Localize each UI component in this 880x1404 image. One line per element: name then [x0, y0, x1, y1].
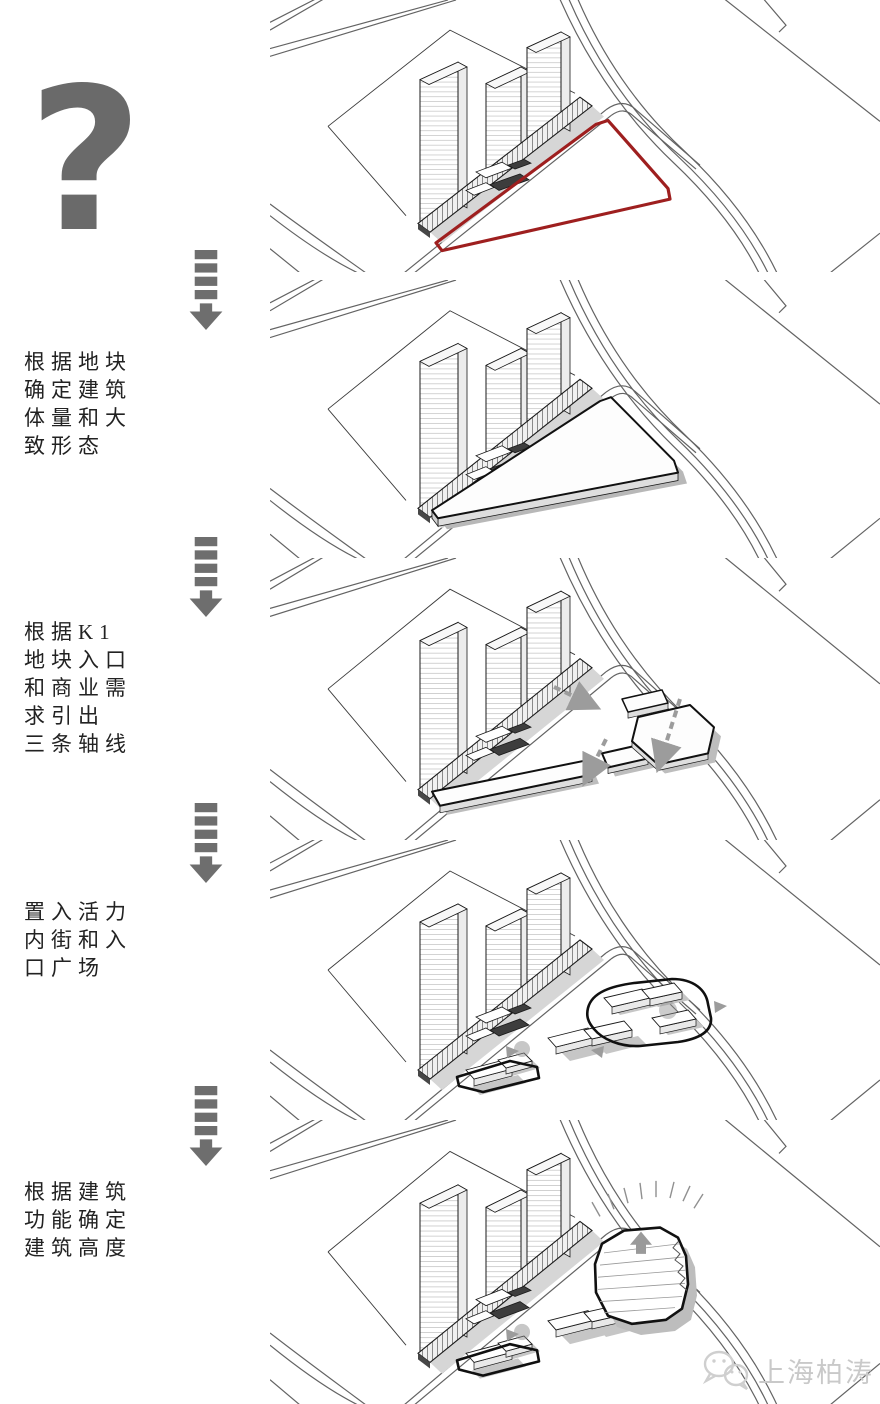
process-arrow-down-4	[189, 1086, 223, 1166]
process-arrow-down-3	[189, 803, 223, 883]
axis-arrows	[553, 681, 682, 787]
terrace-steps	[672, 1241, 688, 1291]
axonometric-drawing-4	[270, 840, 880, 1120]
axonometric-drawing-1	[270, 0, 880, 272]
right-block-cluster	[585, 977, 727, 1058]
step-label-axes: 根据K1 地块入口 和商业需 求引出 三条轴线	[24, 618, 204, 758]
axonometric-drawing-5	[270, 1120, 880, 1404]
inner-street-loop	[585, 977, 713, 1048]
label-line: 根据K1	[24, 620, 116, 644]
axonometric-drawing-2	[270, 280, 880, 558]
massing-slab	[431, 396, 687, 530]
diagram-site-context	[270, 0, 880, 272]
label-line: 求引出	[24, 704, 105, 728]
step-label-street-plaza: 置入活力 内街和入 口广场	[24, 898, 204, 982]
label-line: 口广场	[24, 956, 105, 980]
label-line: 确定建筑	[24, 378, 132, 402]
label-line: 三条轴线	[24, 732, 132, 756]
red-site-outline	[434, 118, 672, 253]
road-tick-marks	[591, 1180, 704, 1217]
label-line: 体量和大	[24, 406, 132, 430]
label-line: 地块入口	[24, 648, 132, 672]
axonometric-drawing-3	[270, 558, 880, 840]
label-line: 功能确定	[24, 1208, 132, 1232]
small-arrow	[714, 1001, 727, 1013]
small-arrow	[591, 1046, 604, 1058]
up-arrow	[630, 1231, 652, 1254]
step-label-heights: 根据建筑 功能确定 建筑高度	[24, 1178, 204, 1262]
question-mark: ?	[28, 45, 143, 276]
step-label-massing: 根据地块 确定建筑 体量和大 致形态	[24, 348, 204, 460]
label-line: 根据建筑	[24, 1180, 132, 1204]
label-line: 和商业需	[24, 676, 132, 700]
diagram-heights	[270, 1120, 880, 1404]
process-arrow-down-1	[189, 250, 223, 330]
watermark: 上海柏涛	[702, 1344, 880, 1396]
diagram-axes	[270, 558, 880, 840]
diagram-street-plaza	[270, 840, 880, 1120]
terraced-building	[593, 1226, 697, 1336]
watermark-text: 上海柏涛	[758, 1357, 874, 1388]
label-line: 建筑高度	[24, 1236, 132, 1260]
process-arrow-down-2	[189, 537, 223, 617]
label-line: 根据地块	[24, 350, 132, 374]
label-line: 内街和入	[24, 928, 132, 952]
diagram-massing	[270, 280, 880, 558]
wechat-icon	[702, 1350, 749, 1391]
label-line: 置入活力	[24, 900, 132, 924]
label-line: 致形态	[24, 434, 105, 458]
plaza-spot	[659, 1001, 677, 1019]
